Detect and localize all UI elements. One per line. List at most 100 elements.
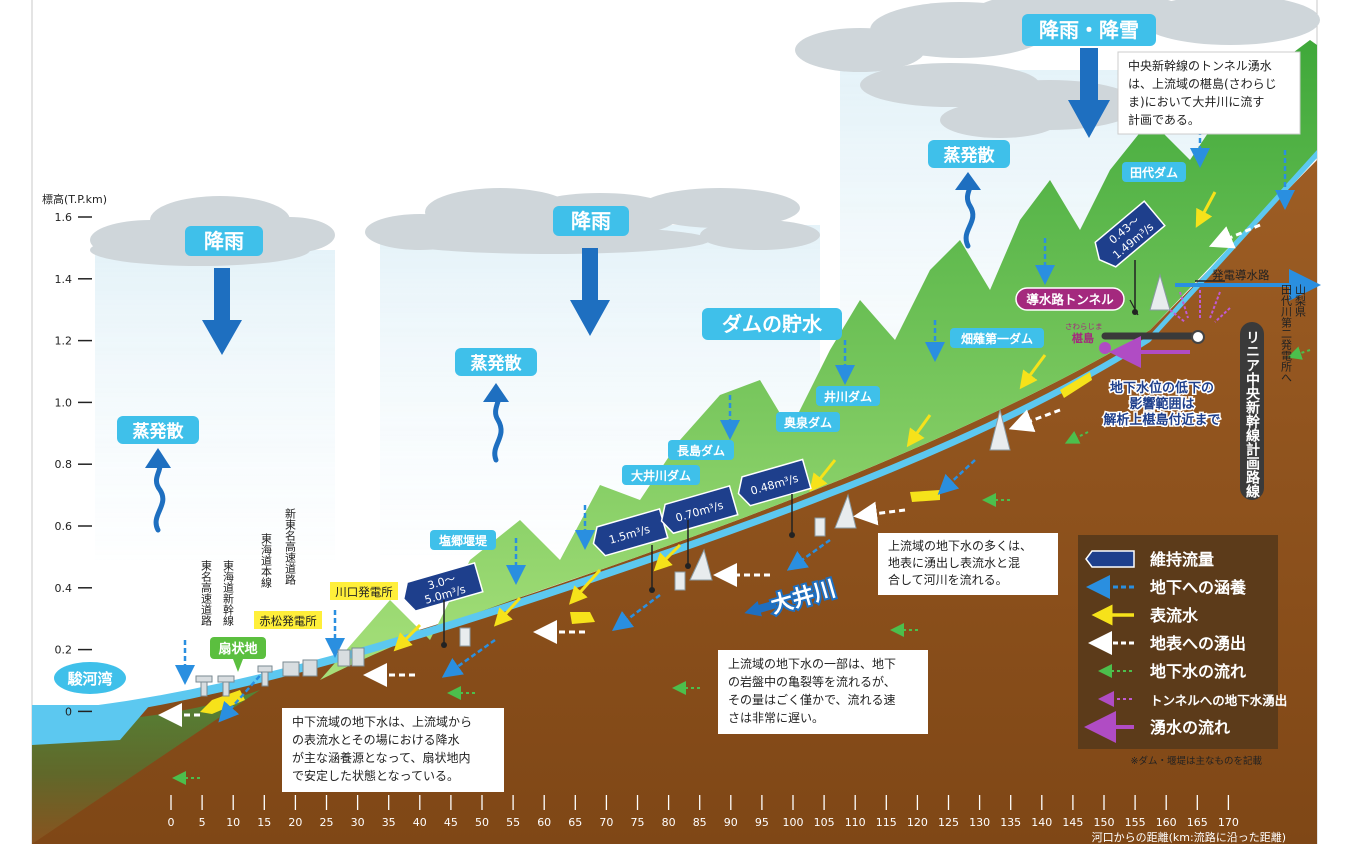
y-tick: 0.6 bbox=[55, 520, 92, 533]
x-tick-label: 95 bbox=[755, 816, 769, 829]
legend: 維持流量地下への涵養表流水地表への湧出地下水の流れトンネルへの地下水湧出湧水の流… bbox=[1078, 535, 1287, 749]
svg-text:合して河川を流れる。: 合して河川を流れる。 bbox=[888, 572, 1008, 587]
y-tick: 1.0 bbox=[55, 396, 92, 409]
road-honsen: 東海道本線 bbox=[260, 533, 273, 588]
legend-item: 湧水の流れ bbox=[1084, 711, 1230, 743]
x-tick-label: 135 bbox=[1000, 816, 1021, 829]
svg-text:田代川第二発電所へ: 田代川第二発電所へ bbox=[1280, 284, 1293, 383]
x-tick-label: 130 bbox=[969, 816, 990, 829]
svg-text:山梨県: 山梨県 bbox=[1294, 284, 1307, 318]
x-tick: 55 bbox=[506, 795, 520, 829]
y-tick: 0.4 bbox=[55, 582, 92, 595]
svg-text:上流域の地下水の一部は、地下: 上流域の地下水の一部は、地下 bbox=[728, 656, 896, 671]
svg-text:リニア中央新幹線計画路線: リニア中央新幹線計画路線 bbox=[1244, 330, 1260, 499]
svg-text:蒸発散: 蒸発散 bbox=[471, 353, 523, 374]
evaporation-bubble-1: 蒸発散 bbox=[117, 416, 199, 444]
x-tick: 95 bbox=[755, 795, 769, 829]
y-tick: 1.2 bbox=[55, 335, 92, 348]
svg-text:影響範囲は: 影響範囲は bbox=[1129, 396, 1194, 412]
legend-label: 地下への涵養 bbox=[1150, 578, 1246, 597]
x-tick: 50 bbox=[475, 795, 489, 829]
y-tick-label: 1.6 bbox=[55, 211, 73, 224]
x-tick-label: 105 bbox=[814, 816, 835, 829]
x-tick: 125 bbox=[938, 795, 959, 829]
dam-label-tashiro: 田代ダム bbox=[1122, 162, 1186, 182]
cloud-middle bbox=[365, 188, 820, 254]
rain-bubble-2: 降雨 bbox=[553, 206, 629, 236]
svg-text:扇状地: 扇状地 bbox=[218, 641, 257, 657]
x-tick: 0 bbox=[168, 795, 175, 829]
legend-item: 地下水の流れ bbox=[1098, 662, 1246, 681]
legend-item: 地下への涵養 bbox=[1086, 575, 1246, 599]
x-tick: 85 bbox=[693, 795, 707, 829]
power-plant-akamatsu-label: 赤松発電所 bbox=[254, 611, 322, 629]
yamanashi-label: 山梨県 田代川第二発電所へ bbox=[1280, 284, 1307, 383]
note-upstream: 上流域の地下水の多くは、 地表に湧出し表流水と混 合して河川を流れる。 bbox=[878, 533, 1058, 595]
svg-text:の表流水とその場における降水: の表流水とその場における降水 bbox=[292, 733, 460, 747]
x-tick: 140 bbox=[1031, 795, 1052, 829]
dam-storage-bubble: ダムの貯水 bbox=[702, 308, 842, 340]
legend-label: トンネルへの地下水湧出 bbox=[1150, 693, 1287, 708]
x-tick: 115 bbox=[876, 795, 897, 829]
linear-route-label: リニア中央新幹線計画路線 bbox=[1240, 322, 1264, 500]
y-tick: 1.4 bbox=[55, 273, 92, 286]
svg-text:川口発電所: 川口発電所 bbox=[335, 585, 393, 599]
x-tick: 100 bbox=[783, 795, 804, 829]
x-tick: 10 bbox=[226, 795, 240, 829]
ground-bedrock bbox=[32, 160, 1317, 844]
x-tick-label: 85 bbox=[693, 816, 707, 829]
impact-range-label: 地下水位の低下の 影響範囲は 解析上椹島付近まで bbox=[1101, 379, 1222, 430]
suruga-bay-water bbox=[32, 705, 150, 745]
dam-structures bbox=[459, 273, 1171, 647]
fan-label: 扇状地 bbox=[210, 637, 266, 672]
legend-item: トンネルへの地下水湧出 bbox=[1098, 691, 1287, 708]
power-channel-label: 発電導水路 bbox=[1212, 268, 1270, 282]
svg-text:上流域の地下水の多くは、: 上流域の地下水の多くは、 bbox=[888, 539, 1032, 553]
x-tick-label: 35 bbox=[382, 816, 396, 829]
svg-text:地表に湧出し表流水と混: 地表に湧出し表流水と混 bbox=[888, 556, 1020, 570]
x-tick-label: 30 bbox=[351, 816, 365, 829]
x-tick-label: 170 bbox=[1218, 816, 1239, 829]
svg-text:の岩盤中の亀裂等を流れるが、: の岩盤中の亀裂等を流れるが、 bbox=[728, 674, 896, 689]
x-tick: 80 bbox=[662, 795, 676, 829]
svg-text:が主な涵養源となって、扇状地内: が主な涵養源となって、扇状地内 bbox=[292, 750, 470, 765]
x-tick: 110 bbox=[845, 795, 866, 829]
svg-text:計画である。: 計画である。 bbox=[1128, 112, 1200, 127]
x-tick-label: 55 bbox=[506, 816, 520, 829]
flow-box-2: 1.5m³/s bbox=[592, 508, 669, 557]
tunnel-label: 導水路トンネル bbox=[1015, 287, 1125, 311]
x-tick: 65 bbox=[568, 795, 582, 829]
x-tick-label: 80 bbox=[662, 816, 676, 829]
x-tick: 90 bbox=[724, 795, 738, 829]
svg-text:畑薙第一ダム: 畑薙第一ダム bbox=[961, 331, 1033, 346]
legend-label: 地表への湧出 bbox=[1150, 634, 1246, 653]
x-tick-label: 165 bbox=[1187, 816, 1208, 829]
footnote: ※ダム・堰堤は主なものを記載 bbox=[1131, 755, 1263, 767]
x-tick: 130 bbox=[969, 795, 990, 829]
x-tick-label: 65 bbox=[568, 816, 582, 829]
road-shinkansen: 東海道新幹線 bbox=[222, 560, 235, 626]
x-tick: 105 bbox=[814, 795, 835, 829]
infrastructure-icons bbox=[195, 647, 365, 697]
x-tick-label: 100 bbox=[783, 816, 804, 829]
x-tick: 30 bbox=[351, 795, 365, 829]
road-shintomei: 新東名高速道路 bbox=[284, 507, 297, 586]
x-tick: 70 bbox=[599, 795, 613, 829]
suruga-bay-bubble: 駿河湾 bbox=[54, 662, 126, 694]
y-tick-label: 0.6 bbox=[55, 520, 73, 533]
cloud-right bbox=[795, 0, 1320, 138]
svg-text:大井川ダム: 大井川ダム bbox=[631, 468, 691, 483]
x-tick-label: 120 bbox=[907, 816, 928, 829]
dam-label-shiogo: 塩郷堰堤 bbox=[430, 530, 496, 550]
x-tick: 15 bbox=[257, 795, 271, 829]
dam-label-hatanagi: 畑薙第一ダム bbox=[950, 328, 1044, 348]
x-tick-label: 20 bbox=[288, 816, 302, 829]
evaporation-arrow-heads bbox=[145, 172, 981, 468]
groundwater-arrows bbox=[172, 346, 1311, 785]
svg-text:蒸発散: 蒸発散 bbox=[133, 421, 185, 442]
x-tick-label: 50 bbox=[475, 816, 489, 829]
x-tick: 75 bbox=[631, 795, 645, 829]
flow-box-3: 0.70m³/s bbox=[660, 485, 739, 535]
x-tick: 40 bbox=[413, 795, 427, 829]
